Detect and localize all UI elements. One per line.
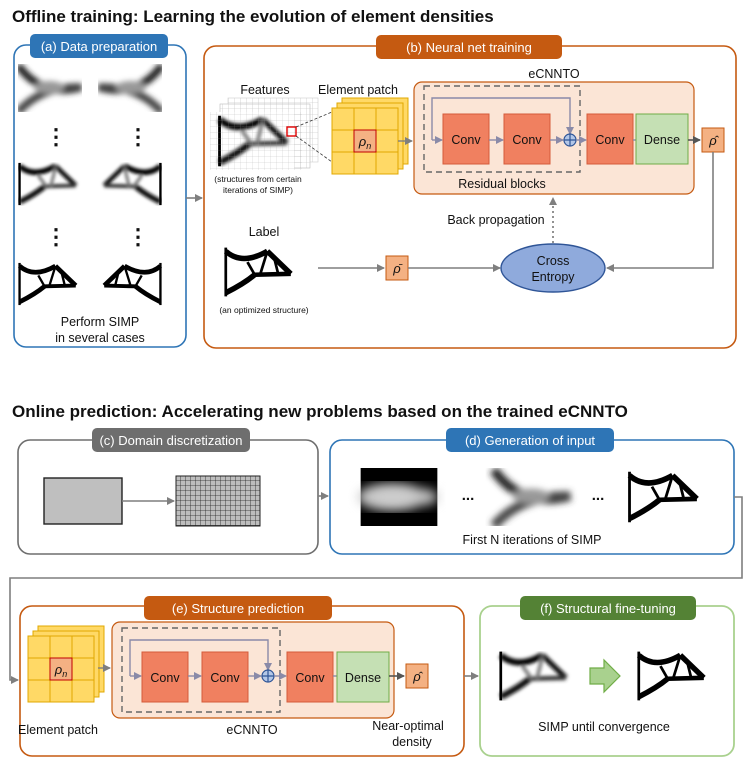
fine-tuning-tag: [520, 596, 696, 620]
simp-case1-mid-thumb: [18, 160, 82, 208]
neural-net-training-label: (b) Neural net training: [406, 40, 532, 55]
simp-case2-early-thumb: [98, 64, 161, 112]
conv-block-label: Conv: [451, 133, 481, 147]
conv-block: [442, 113, 490, 165]
predicted-structure-image: [499, 648, 573, 704]
element-patch-caption: Element patch: [18, 723, 98, 737]
offline-section-title: Offline training: Learning the evolution…: [12, 7, 494, 26]
element-patch-grid: [27, 625, 105, 703]
conv-block: [141, 651, 189, 703]
simp-iteration-mid-image: [494, 468, 571, 526]
simp-case2-mid-thumb: [98, 160, 162, 208]
simp-case1-early-thumb: [18, 64, 81, 112]
zoom-guide-line: [295, 111, 333, 128]
simp-iteration-thumbnails: [18, 64, 162, 308]
dense-block-label: Dense: [345, 671, 381, 685]
data-preparation-label: (a) Data preparation: [41, 39, 157, 54]
dense-block: [635, 113, 689, 165]
refine-arrow-icon: [589, 658, 621, 694]
data-preparation-tag: [30, 34, 168, 58]
near-optimal-caption-line1: Near-optimal: [372, 719, 444, 733]
optimized-structure-image: [224, 244, 298, 300]
iteration-ellipsis: ...: [462, 487, 475, 504]
simp-case2-final-thumb: [98, 260, 162, 308]
online-section-title: Online prediction: Accelerating new prob…: [12, 402, 628, 421]
conv-block: [586, 113, 634, 165]
structure-prediction-label: (e) Structure prediction: [172, 601, 304, 616]
conv-block: [286, 651, 334, 703]
features-label: Features: [240, 83, 289, 97]
input-generation-caption: First N iterations of SIMP: [463, 533, 602, 547]
input-generation-tag: [446, 428, 614, 452]
ecnnto-caption: eCNNTO: [226, 723, 277, 737]
skip-connection-line: [129, 639, 272, 676]
elementwise-sum-icon: [563, 133, 577, 147]
element-density-symbol: ρn: [54, 662, 67, 679]
element-density-symbol: ρn: [358, 134, 371, 151]
near-optimal-caption-line2: density: [392, 735, 432, 749]
element-patch-grid: [331, 97, 409, 175]
cross-entropy-loss-node: [500, 243, 606, 293]
target-density-symbol: ρ̄: [392, 261, 402, 276]
ellipsis-icon: ⋮: [127, 224, 149, 249]
label-caption: (an optimized structure): [219, 305, 308, 315]
elementwise-sum-icon: [261, 669, 275, 683]
domain-discretization-tag: [92, 428, 250, 452]
iteration-ellipsis: ...: [592, 487, 605, 504]
ecnnto-label: eCNNTO: [528, 67, 579, 81]
predicted-density-symbol: ρ̂: [708, 133, 719, 148]
features-caption-line1: (structures from certain: [214, 174, 302, 184]
zoom-guide-line: [295, 135, 333, 163]
fine-tuning-caption: SIMP until convergence: [538, 720, 670, 734]
element-patch-label: Element patch: [318, 83, 398, 97]
conv-block-label: Conv: [150, 671, 180, 685]
residual-blocks-frame: [121, 627, 281, 713]
conv-block: [201, 651, 249, 703]
simp-case1-final-thumb: [18, 260, 82, 308]
arrow-input-to-prediction: [9, 496, 743, 684]
data-preparation-caption-line1: Perform SIMP: [61, 315, 140, 329]
design-domain-rect: [43, 477, 123, 525]
predicted-density-symbol: ρ̂: [412, 669, 423, 684]
cross-entropy-label-line1: Cross: [537, 254, 570, 268]
finite-element-mesh: [175, 475, 261, 527]
features-caption-line2: iterations of SIMP): [223, 185, 293, 195]
ellipsis-icon: ⋮: [127, 124, 149, 149]
simp-iteration-late-image: [628, 468, 705, 526]
converged-structure-image: [637, 648, 711, 704]
label-title: Label: [249, 225, 280, 239]
fine-tuning-label: (f) Structural fine-tuning: [540, 601, 676, 616]
conv-block-label: Conv: [512, 133, 542, 147]
conv-block-label: Conv: [210, 671, 240, 685]
residual-blocks-frame: [423, 85, 581, 173]
dense-block-label: Dense: [644, 133, 680, 147]
data-preparation-caption-line2: in several cases: [55, 331, 145, 345]
simp-iteration-early-image: [357, 468, 437, 526]
ellipsis-icon: ⋮: [45, 124, 67, 149]
input-generation-label: (d) Generation of input: [465, 433, 595, 448]
cross-entropy-label-line2: Entropy: [531, 270, 575, 284]
domain-discretization-label: (c) Domain discretization: [99, 433, 242, 448]
structure-prediction-tag: [144, 596, 332, 620]
conv-block: [503, 113, 551, 165]
conv-block-label: Conv: [595, 133, 625, 147]
ellipsis-icon: ⋮: [45, 224, 67, 249]
back-propagation-label: Back propagation: [447, 213, 544, 227]
predicted-density-box: [405, 663, 429, 689]
dense-block: [336, 651, 390, 703]
arrow-output-to-loss: [606, 152, 714, 272]
neural-net-training-tag: [376, 35, 562, 59]
feature-stack-image: [210, 97, 319, 170]
residual-blocks-label: Residual blocks: [458, 177, 546, 191]
skip-connection-line: [431, 97, 574, 140]
conv-block-label: Conv: [295, 671, 325, 685]
